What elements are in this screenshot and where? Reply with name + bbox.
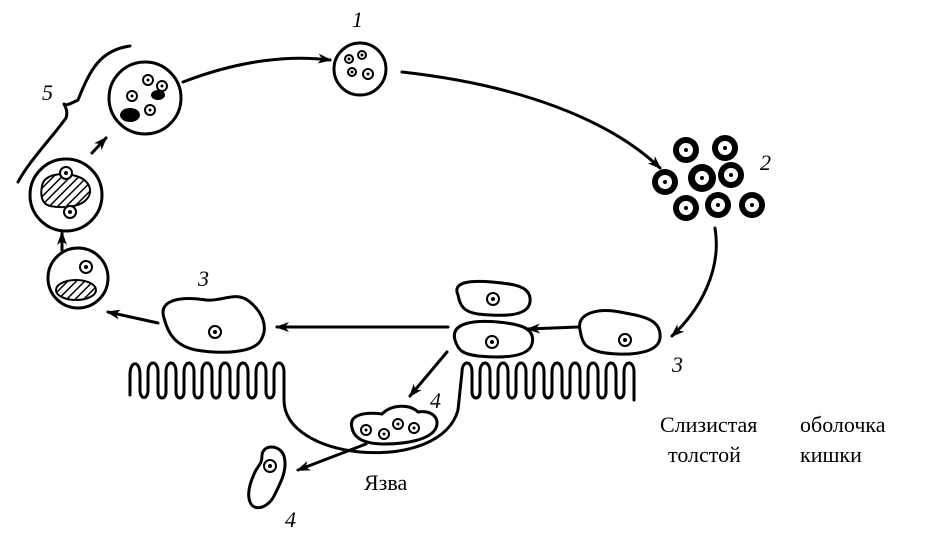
tissue-form-in-ulcer: [349, 404, 439, 446]
cysts-stage-2: [652, 135, 765, 221]
label-stage-3-left: 3: [197, 266, 209, 291]
caption-mucosa-line2-a: толстой: [668, 442, 741, 467]
trophozoites-dividing: [452, 279, 535, 359]
cyst-mature: [107, 60, 183, 136]
arrow-1-to-2: [400, 70, 662, 170]
caption-mucosa-line2-b: кишки: [800, 442, 862, 467]
cyst-stage-1: [332, 41, 388, 97]
label-stage-4-expelled: 4: [285, 507, 296, 532]
tissue-form-expelled: [247, 445, 287, 510]
arrow-to-ulcer-form: [408, 350, 449, 398]
caption-mucosa-line1-a: Слизистая: [660, 412, 757, 437]
stage-5-brace: [16, 44, 132, 184]
caption-ulcer: Язва: [364, 470, 407, 495]
intestinal-mucosa: [128, 361, 636, 455]
label-stage-3-right: 3: [671, 352, 683, 377]
label-stage-4-ulcer: 4: [430, 388, 441, 413]
arrow-2-to-3: [670, 226, 718, 338]
label-stage-5: 5: [42, 80, 53, 105]
arrow-to-expelled-form: [296, 442, 368, 472]
stage-labels: 1 2 3 3 4 4 5: [42, 7, 771, 532]
label-stage-1: 1: [352, 7, 363, 32]
label-stage-2: 2: [760, 150, 771, 175]
arrow-5-to-1: [181, 53, 332, 84]
cyst-chromatoid: [28, 157, 104, 233]
arrow-3-to-middle: [526, 323, 580, 334]
caption-mucosa-line1-b: оболочка: [800, 412, 886, 437]
forma-minuta-left: [161, 295, 266, 354]
arrow-left3-to-cyst: [106, 309, 160, 325]
cyst-young: [46, 246, 110, 310]
arrow-to-mature-cyst: [90, 136, 108, 155]
cycle-arrows: [57, 53, 718, 472]
captions: Слизистая оболочка толстой кишки Язва: [364, 412, 886, 495]
forma-minuta-right: [578, 309, 662, 356]
